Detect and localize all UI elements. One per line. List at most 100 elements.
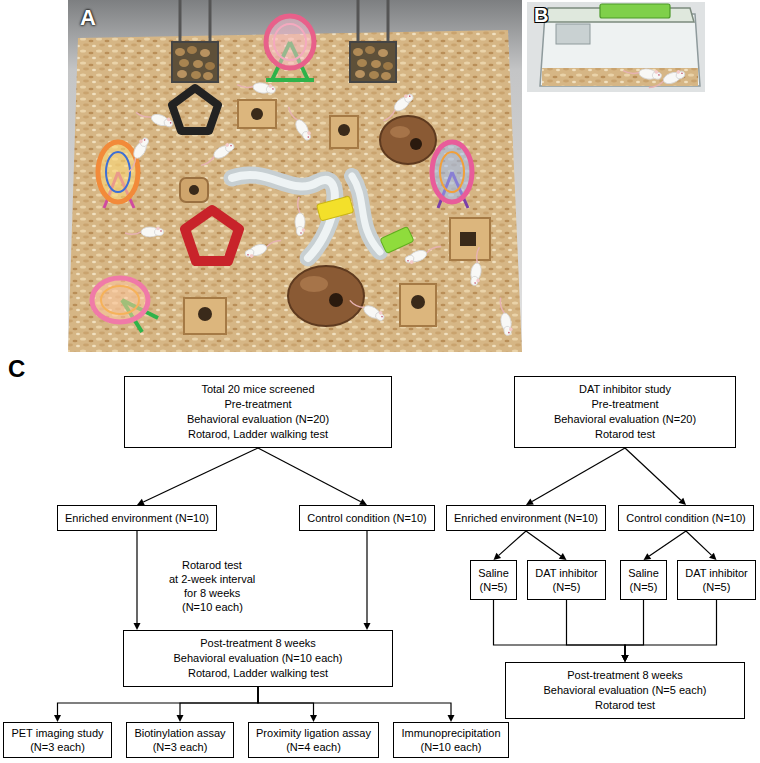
box-text: Behavioral evaluation (N=5 each) [514, 683, 736, 698]
mouse [404, 243, 444, 266]
arrow-head [448, 715, 455, 722]
wooden-house [184, 298, 226, 334]
coconut-shell [390, 126, 410, 138]
process-box: Enriched environment (N=10) [446, 505, 606, 531]
mouse [497, 296, 514, 336]
connector-line [366, 531, 367, 623]
food-hopper [177, 70, 187, 78]
running-wheel [101, 286, 139, 314]
process-box: DAT inhibitor(N=5) [677, 560, 756, 600]
clear-tube [317, 196, 354, 221]
standard-cage-photo [647, 68, 687, 91]
food-hopper [209, 0, 212, 48]
box-text: Rotarod, Ladder walking test [133, 427, 383, 442]
coconut-shell [288, 116, 436, 326]
panel-letter: C [8, 356, 25, 382]
connector-line [136, 531, 137, 623]
enriched-cage-photo [68, 30, 522, 352]
wooden-house [180, 100, 490, 334]
running-wheel [98, 142, 138, 202]
box-text: (N=5) [684, 580, 749, 594]
connector [686, 531, 717, 560]
connector-line [526, 531, 561, 556]
box-heading: Post-treatment 8 weeks [132, 636, 384, 651]
connector-line [686, 531, 711, 555]
wooden-house [198, 307, 212, 321]
box-heading: DAT inhibitor [684, 566, 749, 580]
edge-note: at 2-week interval [169, 572, 255, 586]
box-heading: Control condition (N=10) [625, 511, 747, 525]
process-box: Post-treatment 8 weeksBehavioral evaluat… [505, 662, 745, 719]
standard-cage-photo [600, 4, 670, 18]
food-hopper [378, 49, 388, 57]
mouse [285, 104, 313, 142]
coconut-shell [288, 266, 364, 326]
connector [364, 531, 371, 630]
enriched-cage-photo [68, 0, 522, 352]
box-text: Behavioral evaluation (N=20) [133, 412, 383, 427]
box-heading: Saline [627, 566, 660, 580]
food-hopper [172, 42, 218, 82]
arrow-head [494, 553, 502, 560]
food-hopper [357, 59, 367, 67]
food-hopper [205, 62, 215, 70]
mouse [348, 295, 386, 323]
arrow-head [622, 655, 629, 662]
connector [54, 687, 258, 722]
connector [494, 531, 527, 560]
connector-line [143, 448, 258, 502]
food-hopper [172, 0, 396, 82]
running-wheel [106, 152, 130, 192]
process-box: DAT inhibitor studyPre-treatmentBehavior… [514, 376, 736, 448]
wooden-house [400, 284, 436, 326]
food-hopper [350, 42, 396, 82]
connector-line [58, 687, 259, 715]
box-text: Behavioral evaluation (N=10 each) [132, 651, 384, 666]
box-text: Pre-treatment [133, 397, 383, 412]
process-box: Proximity ligation assay(N=4 each) [248, 722, 379, 758]
arrow-head [622, 655, 629, 662]
wooden-house [189, 185, 199, 195]
box-heading: Biotinylation assay [133, 726, 227, 740]
mouse [123, 136, 151, 174]
food-hopper [179, 0, 182, 48]
mouse [198, 141, 236, 169]
connector [526, 448, 625, 505]
connector [494, 600, 629, 662]
panel-letter: B [534, 4, 548, 26]
clear-tube [380, 226, 414, 253]
box-text: (N=4 each) [255, 740, 372, 754]
coconut-shell [380, 116, 436, 164]
process-box: Biotinylation assay(N=3 each) [126, 722, 234, 758]
process-box: Post-treatment 8 weeksBehavioral evaluat… [123, 630, 393, 687]
box-text: Pre-treatment [523, 397, 727, 412]
coconut-shell [410, 138, 422, 150]
mouse [469, 247, 486, 287]
box-text: Rotarod test [514, 698, 736, 713]
process-box: Control condition (N=10) [618, 505, 754, 531]
enriched-cage-photo [68, 0, 522, 352]
arrow-head [559, 553, 567, 560]
connector-line [258, 687, 451, 715]
connector-line [625, 448, 681, 500]
connector [526, 531, 567, 560]
box-text: Behavioral evaluation (N=20) [523, 412, 727, 427]
box-heading: Enriched environment (N=10) [64, 511, 210, 525]
box-text: (N=3 each) [10, 740, 105, 754]
arrow-head [709, 553, 716, 560]
wooden-house [330, 116, 358, 148]
pentagon-ring [185, 210, 239, 261]
arrow-head [678, 498, 686, 505]
wooden-house [460, 232, 476, 246]
panel-letter: A [80, 6, 96, 30]
edge-note: (N=10 each) [182, 600, 243, 614]
food-hopper [365, 46, 375, 54]
running-wheel [92, 16, 472, 332]
box-heading: DAT inhibitor study [523, 382, 727, 397]
food-hopper [187, 46, 197, 54]
food-hopper [353, 48, 363, 56]
connector-line [180, 687, 258, 715]
arrow-head [622, 655, 629, 662]
mouse [379, 91, 415, 124]
standard-cage-photo [527, 2, 705, 92]
